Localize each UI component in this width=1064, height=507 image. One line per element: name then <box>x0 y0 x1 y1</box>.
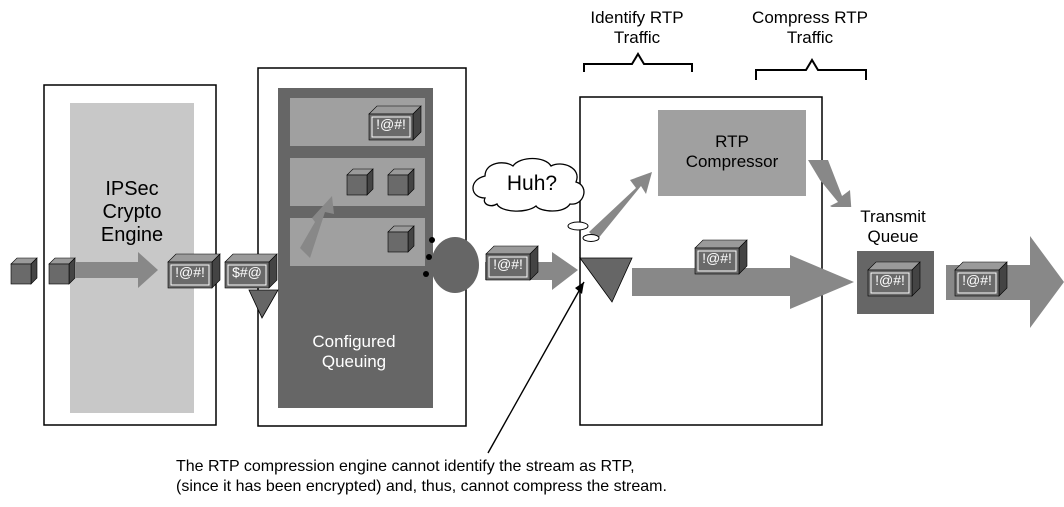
identify-brace <box>583 52 693 72</box>
thought-bubble-2 <box>582 234 600 242</box>
queued-packet-1 <box>346 168 374 196</box>
arrow-into-crypto <box>76 252 158 288</box>
arrow-bypass <box>632 255 854 309</box>
pointer-arrowhead <box>575 282 584 294</box>
packet-label-after-crypto: !@#! <box>175 264 205 280</box>
packet-label-into-rtp: !@#! <box>493 256 523 272</box>
caption-line-2: (since it has been encrypted) and, thus,… <box>176 478 667 495</box>
arrow-compressor-to-queue <box>808 160 852 218</box>
queued-packet-3 <box>387 225 415 253</box>
dot-3 <box>423 271 429 277</box>
caption-line-1: The RTP compression engine cannot identi… <box>176 458 635 475</box>
compress-brace <box>755 58 867 80</box>
thought-cloud <box>472 157 585 212</box>
packet-label-hashed: $#@ <box>232 264 262 280</box>
arrow-to-compressor <box>589 172 652 240</box>
dot-1 <box>429 237 435 243</box>
packet-label-bypass: !@#! <box>702 250 732 266</box>
queued-packet-2 <box>387 168 415 196</box>
huh-label: Huh? <box>506 172 558 195</box>
packet-label-output: !@#! <box>962 272 992 288</box>
scheduler-circle <box>431 237 479 293</box>
packet-label-queue-top: !@#! <box>376 116 406 132</box>
queue-funnel <box>248 289 279 319</box>
plain-packet-2 <box>48 257 76 285</box>
plain-packet-1 <box>10 257 38 285</box>
pointer-line <box>487 281 585 454</box>
classifier-funnel <box>579 257 633 303</box>
dot-2 <box>426 254 432 260</box>
arrow-into-queue <box>300 196 334 258</box>
thought-bubble-1 <box>567 221 589 231</box>
packet-label-transmit: !@#! <box>875 272 905 288</box>
rtp-compressor-panel <box>658 110 806 196</box>
